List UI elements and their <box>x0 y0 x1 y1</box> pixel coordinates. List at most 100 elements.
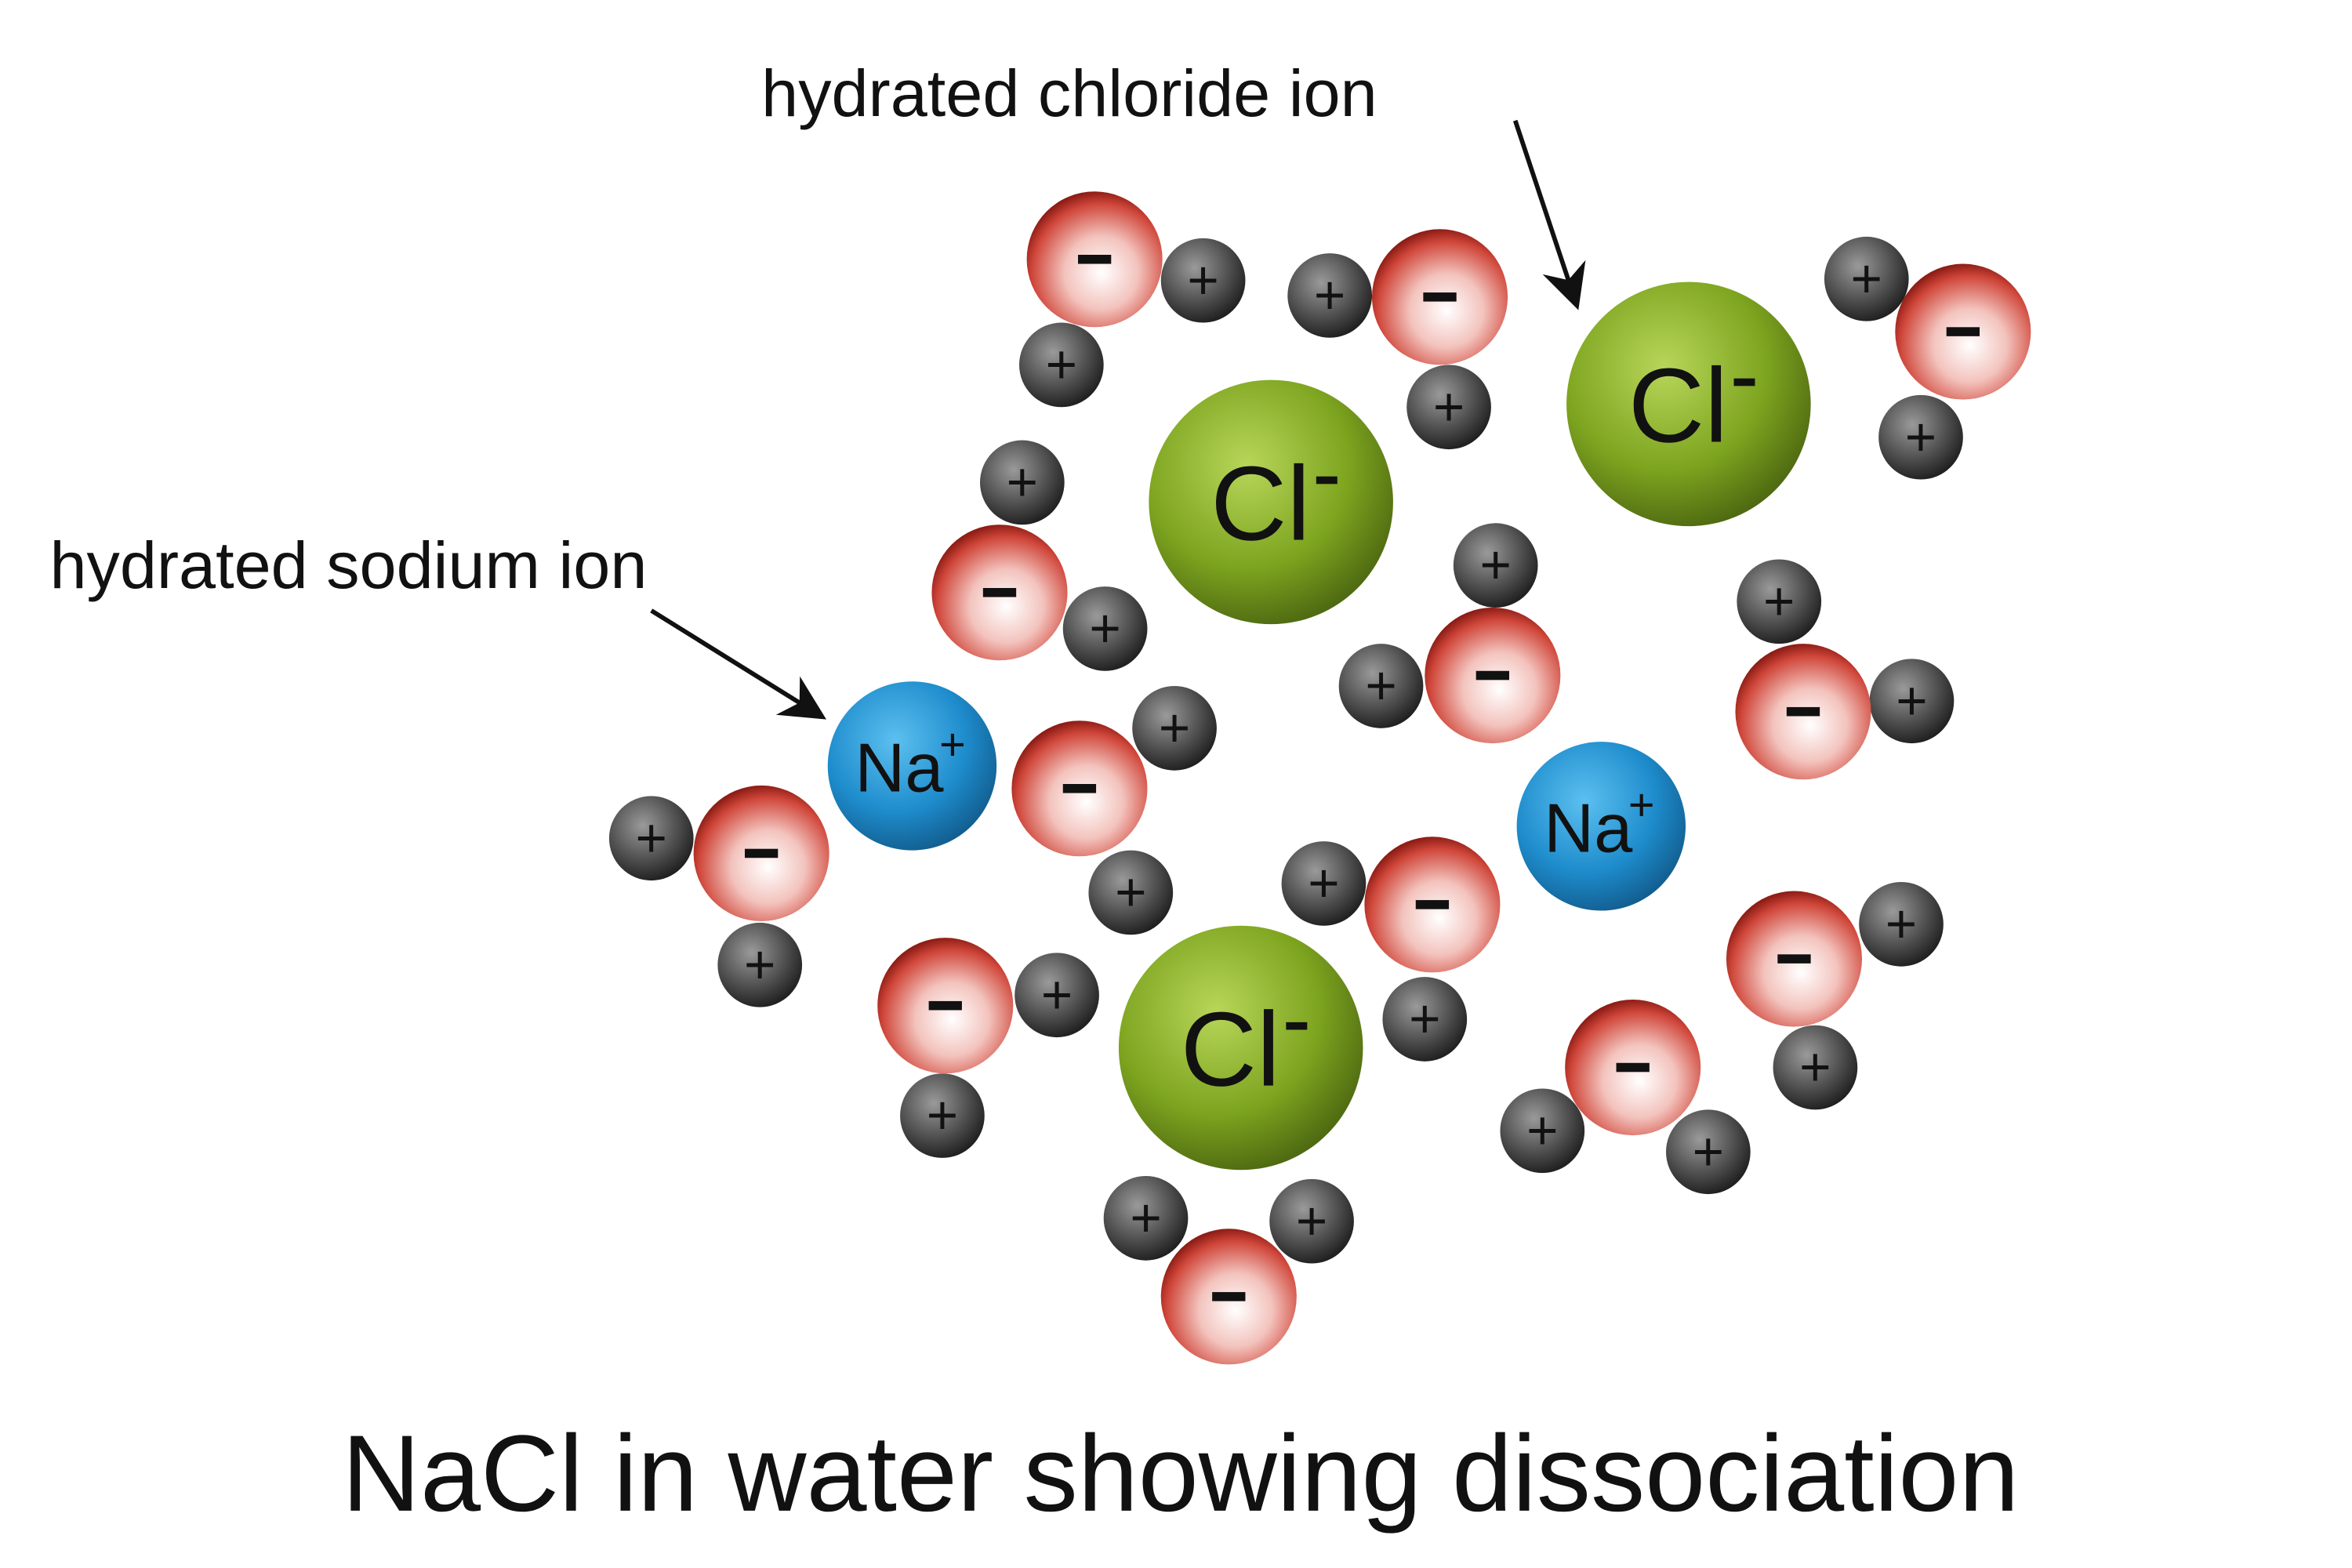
hydrogen-charge: + <box>1479 534 1511 595</box>
hydrogen-charge: + <box>927 1084 958 1145</box>
hydrogen-atom <box>1160 238 1246 323</box>
hydrogen-atom <box>1014 953 1099 1038</box>
hydrogen-charge: + <box>1115 862 1146 923</box>
hydrogen-charge: + <box>1296 1190 1327 1251</box>
hydrogen-atom <box>1500 1088 1585 1174</box>
water-molecule: ++ <box>877 938 1099 1158</box>
oxygen-charge <box>1415 900 1450 909</box>
hydrogen-charge: + <box>1365 655 1396 716</box>
hydrogen-atom <box>1103 1176 1189 1261</box>
sodium-sphere <box>827 681 997 851</box>
hydrogen-charge: + <box>1089 597 1120 659</box>
sodium-symbol: Na <box>1544 789 1633 867</box>
water-molecules: ++++++++++++++++++++++++++ <box>608 191 2031 1365</box>
hydrogen-atom <box>900 1073 985 1158</box>
oxygen-charge <box>1062 784 1097 793</box>
oxygen-charge <box>1616 1062 1650 1073</box>
hydrogen-charge: + <box>1007 451 1038 512</box>
hydrogen-atom <box>980 440 1065 525</box>
sodium-symbol: Na <box>855 729 944 807</box>
chloride-charge <box>1316 476 1338 485</box>
hydrogen-atom <box>608 796 694 881</box>
chloride-sphere <box>1149 379 1393 625</box>
chloride-label: hydrated chloride ion <box>761 56 1377 130</box>
water-molecule: ++ <box>1019 191 1246 408</box>
hydrogen-atom <box>1281 841 1367 926</box>
oxygen-charge <box>745 848 779 858</box>
hydrogen-atom <box>1019 322 1104 408</box>
hydrogen-charge: + <box>1886 893 1917 954</box>
hydrogen-atom <box>1269 1178 1354 1264</box>
water-molecule: ++ <box>1103 1176 1354 1365</box>
hydrogen-atom <box>1287 253 1372 338</box>
hydrogen-atom <box>1737 559 1822 644</box>
diagram-title: NaCl in water showing dissociation <box>342 1414 2019 1534</box>
chloride-sphere <box>1566 281 1811 527</box>
hydrogen-charge: + <box>1905 406 1936 467</box>
chloride-symbol: Cl <box>1210 444 1310 562</box>
water-molecule: ++ <box>608 785 829 1007</box>
oxygen-charge <box>1946 327 1980 336</box>
water-molecule: ++ <box>1735 559 1955 780</box>
water-molecule: ++ <box>1726 882 1944 1110</box>
hydrogen-atom <box>1666 1109 1751 1195</box>
hydrogen-charge: + <box>1433 376 1465 437</box>
hydrogen-atom <box>1338 644 1424 728</box>
sodium-arrow <box>650 608 827 720</box>
hydrogen-atom <box>1878 394 1963 480</box>
hydrogen-charge: + <box>1308 852 1339 913</box>
hydrogen-atom <box>1773 1025 1858 1110</box>
water-molecule: ++ <box>931 440 1148 671</box>
hydrogen-atom <box>1453 523 1538 608</box>
oxygen-charge <box>1777 954 1811 964</box>
hydrogen-atom <box>1062 586 1148 671</box>
oxygen-charge <box>982 588 1017 597</box>
hydrogen-charge: + <box>1526 1099 1558 1160</box>
hydrogen-charge: + <box>1693 1120 1724 1181</box>
hydrogen-atom <box>717 922 803 1007</box>
sodium-charge: + <box>1628 780 1655 830</box>
hydrogen-atom <box>1088 850 1174 935</box>
hydrogen-charge: + <box>1409 988 1440 1049</box>
hydrogen-charge: + <box>1314 264 1345 325</box>
hydrogen-atom <box>1869 659 1955 744</box>
chloride-symbol: Cl <box>1181 990 1280 1109</box>
sodium-charge: + <box>939 720 966 770</box>
oxygen-charge <box>1423 292 1457 302</box>
hydrogen-charge: + <box>1763 570 1795 631</box>
hydrogen-atom <box>1406 365 1491 450</box>
hydrogen-charge: + <box>1041 964 1073 1025</box>
sodium-ion: Na+ <box>1516 742 1686 911</box>
oxygen-charge <box>1212 1292 1246 1301</box>
sodium-ion: Na+ <box>827 681 997 851</box>
oxygen-charge <box>1786 706 1820 717</box>
water-molecule: ++ <box>1011 686 1217 935</box>
chloride-ion: Cl <box>1118 925 1363 1171</box>
chloride-ion: Cl <box>1149 379 1393 625</box>
chloride-symbol: Cl <box>1628 346 1728 464</box>
hydrogen-atom <box>1859 882 1944 967</box>
chloride-arrow <box>1512 119 1586 310</box>
hydrogen-charge: + <box>1130 1187 1161 1248</box>
oxygen-charge <box>928 1000 962 1011</box>
chloride-ion: Cl <box>1566 281 1811 527</box>
sodium-label: hydrated sodium ion <box>49 528 647 602</box>
water-molecule: ++ <box>1824 236 2031 480</box>
oxygen-charge <box>1475 670 1509 681</box>
hydrogen-charge: + <box>1896 670 1927 731</box>
hydrogen-atom <box>1132 686 1217 771</box>
hydrogen-charge: + <box>636 807 667 868</box>
water-molecule: ++ <box>1287 229 1508 450</box>
water-molecule: ++ <box>1281 837 1501 1062</box>
hydrogen-charge: + <box>1799 1036 1831 1098</box>
hydrogen-charge: + <box>1046 333 1077 394</box>
hydrogen-charge: + <box>1851 248 1882 309</box>
chloride-charge <box>1733 378 1755 387</box>
hydrogen-atom <box>1824 236 1909 321</box>
hydrogen-atom <box>1382 977 1468 1062</box>
chloride-charge <box>1286 1022 1308 1030</box>
hydrogen-charge: + <box>744 934 775 995</box>
oxygen-charge <box>1078 255 1112 264</box>
